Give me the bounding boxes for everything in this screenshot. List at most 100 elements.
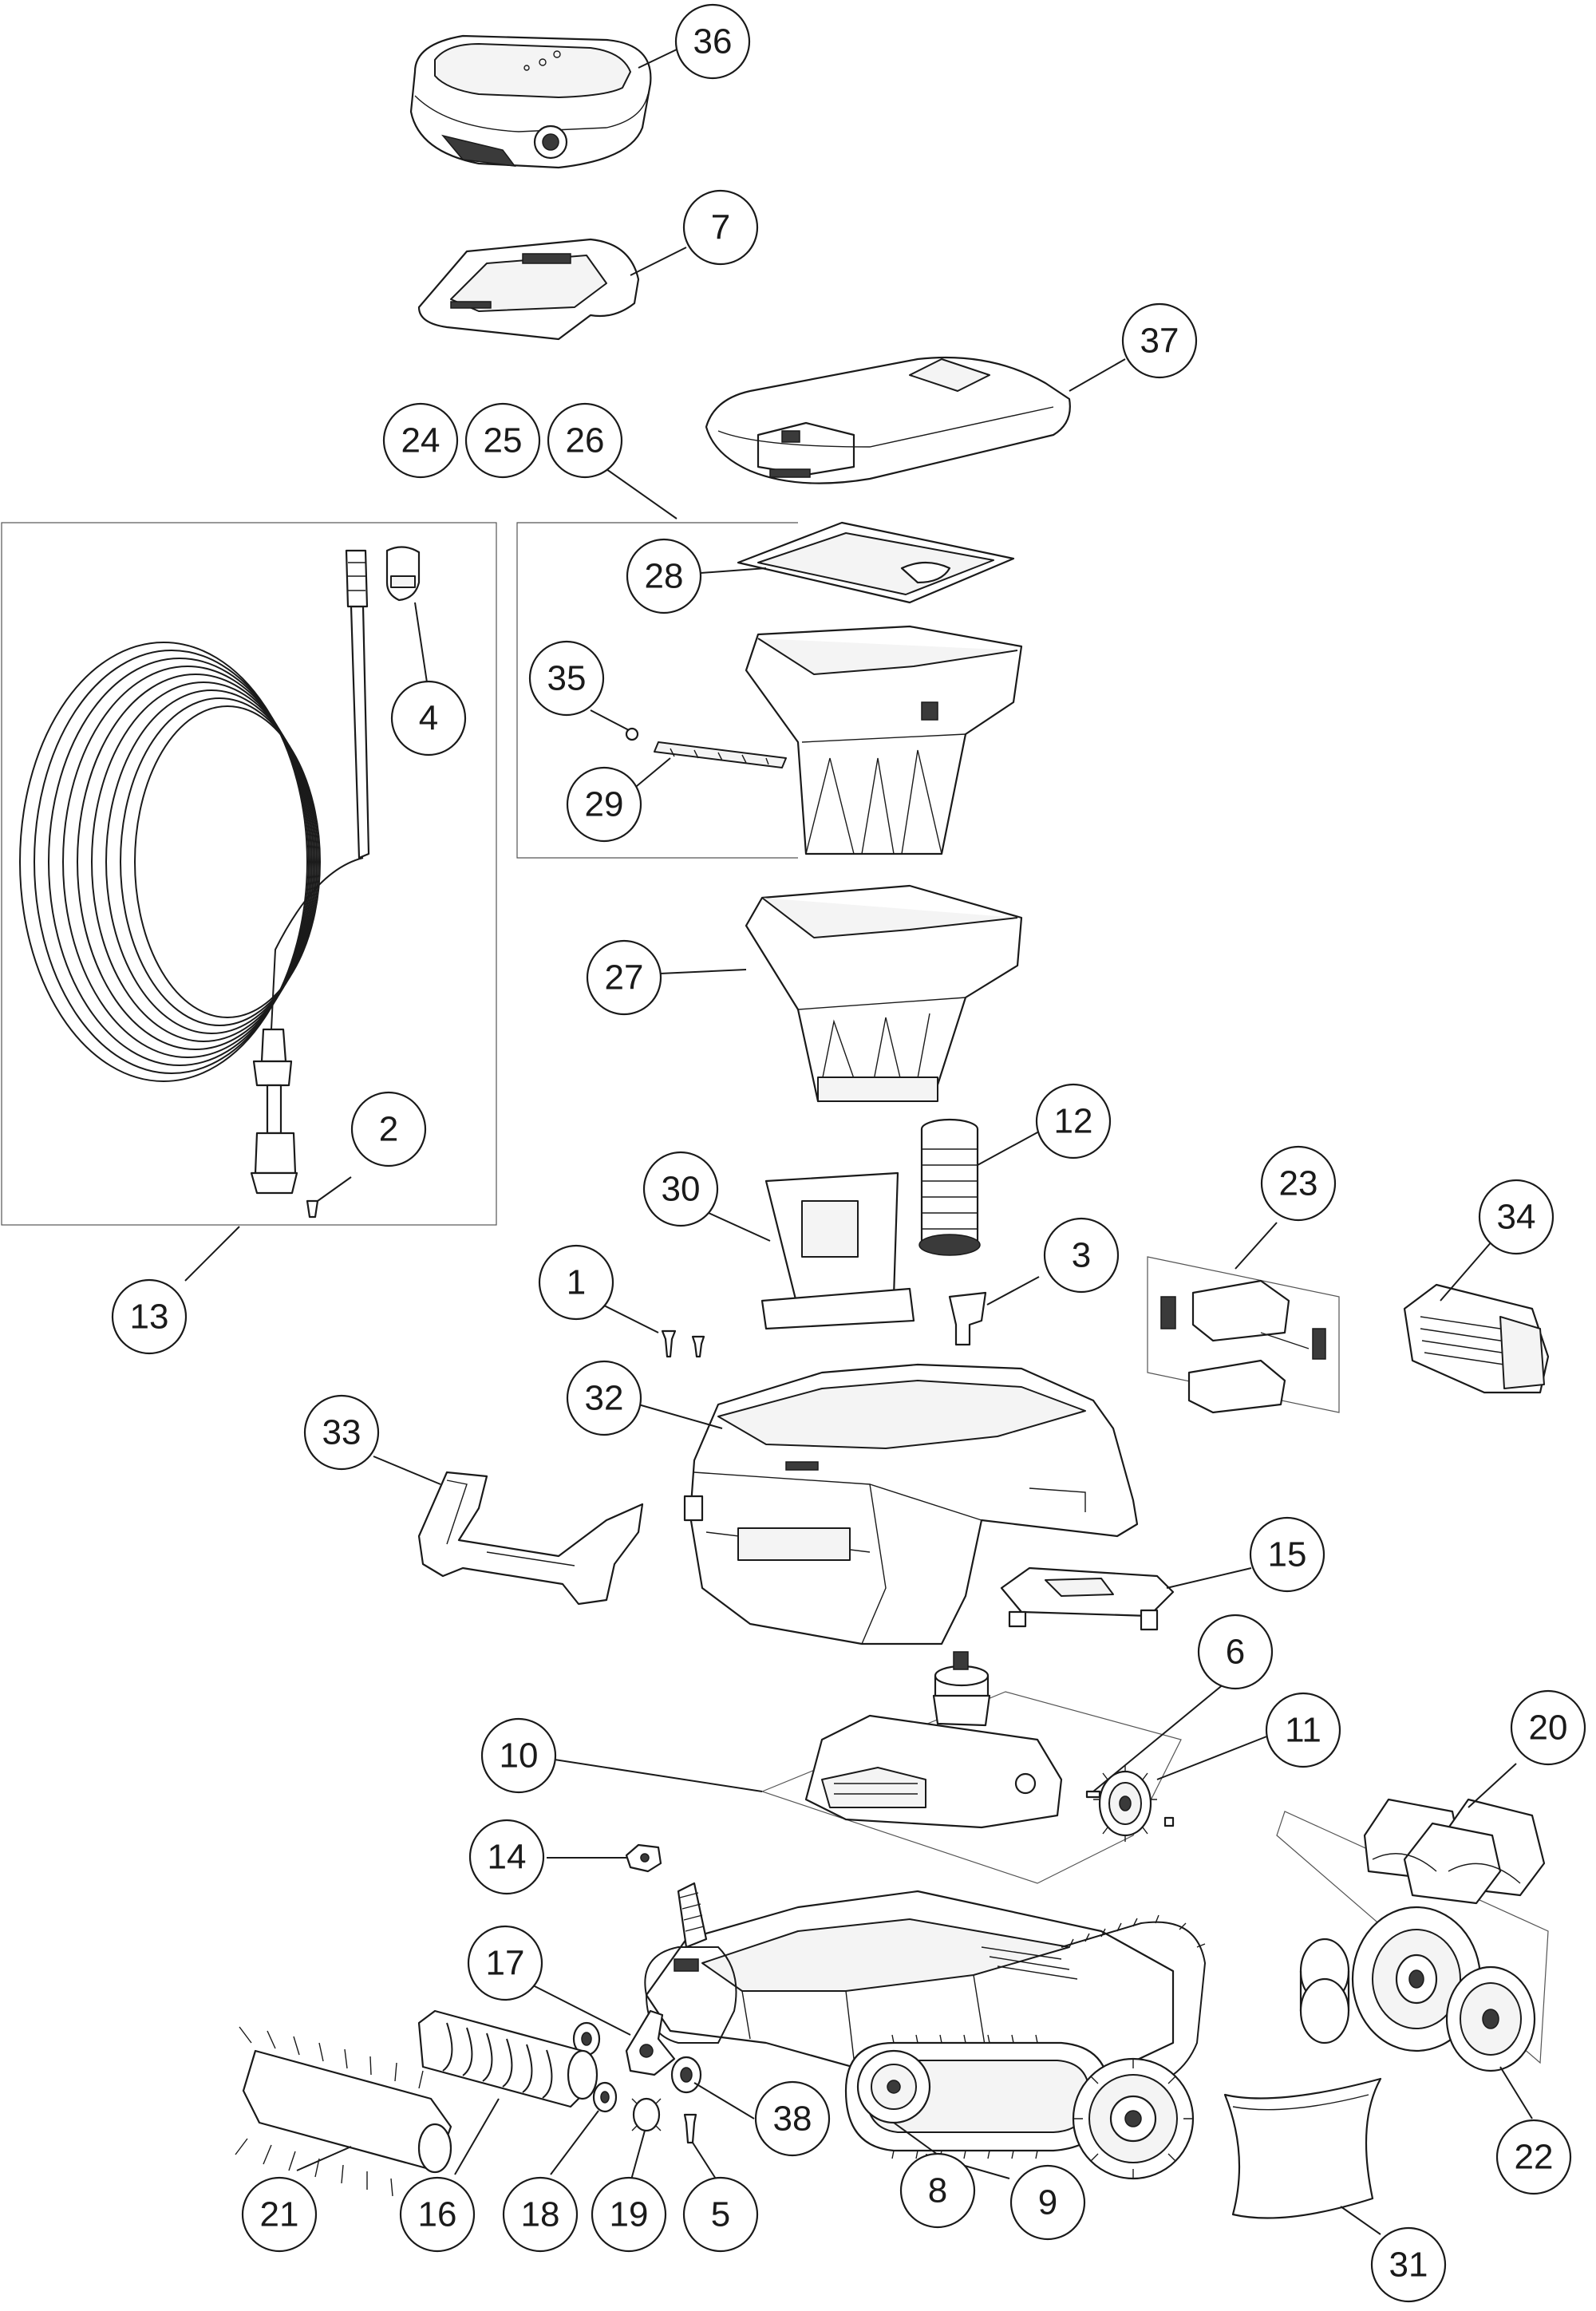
callout-label: 6 <box>1226 1633 1245 1672</box>
callout-22: 22 <box>1495 2119 1572 2195</box>
callout-4: 4 <box>390 680 467 757</box>
callout-label: 11 <box>1285 1711 1321 1750</box>
callout-31: 31 <box>1370 2226 1447 2303</box>
callout-label: 2 <box>379 1110 398 1149</box>
callout-27: 27 <box>586 939 662 1016</box>
callout-label: 31 <box>1389 2246 1428 2285</box>
gear-pin <box>1087 1792 1173 1826</box>
callout-label: 30 <box>662 1170 701 1209</box>
prefilter-cartridge <box>919 1120 980 1255</box>
callout-35: 35 <box>528 640 605 717</box>
leader-4 <box>414 602 428 683</box>
callout-label: 21 <box>260 2195 299 2234</box>
callout-label: 34 <box>1497 1198 1536 1237</box>
filter-pin <box>626 729 638 740</box>
axle-screw <box>685 2115 696 2143</box>
track-guard-set <box>1365 1799 1544 1903</box>
callout-label: 9 <box>1038 2183 1057 2222</box>
callout-25: 25 <box>464 402 541 479</box>
leader-7 <box>630 247 687 276</box>
callout-23: 23 <box>1260 1145 1337 1222</box>
callout-14: 14 <box>468 1819 545 1895</box>
callout-6: 6 <box>1197 1614 1274 1690</box>
filter-group-frame <box>516 522 798 859</box>
leader-16 <box>454 2098 500 2175</box>
filter-lid <box>738 523 1013 602</box>
callout-33: 33 <box>303 1394 380 1471</box>
leader-21 <box>296 2146 352 2171</box>
callout-label: 37 <box>1140 322 1179 361</box>
callout-label: 1 <box>567 1263 586 1302</box>
callout-label: 29 <box>585 785 624 824</box>
brush-gear <box>632 2099 661 2131</box>
wheel-kit <box>1301 1907 1535 2071</box>
callouts: 36 7 37 24 25 26 28 35 29 4 27 12 2 30 2… <box>111 3 1586 2303</box>
callout-label: 22 <box>1515 2138 1554 2177</box>
callout-26: 26 <box>547 402 623 479</box>
callout-28: 28 <box>626 538 702 614</box>
callout-label: 36 <box>693 22 733 61</box>
filter-basket <box>746 626 1021 854</box>
callout-32: 32 <box>566 1360 642 1436</box>
leader-13 <box>184 1226 240 1282</box>
callout-12: 12 <box>1035 1083 1112 1159</box>
leader-17 <box>532 1985 631 2036</box>
callout-label: 7 <box>711 208 730 247</box>
power-supply <box>411 36 650 168</box>
leader-26 <box>606 468 678 519</box>
leader-10 <box>554 1759 763 1792</box>
callout-30: 30 <box>642 1151 719 1227</box>
callout-label: 5 <box>711 2195 730 2234</box>
callout-37: 37 <box>1121 302 1198 379</box>
callout-label: 26 <box>566 421 605 460</box>
front-flap <box>1225 2079 1381 2218</box>
callout-label: 19 <box>610 2195 649 2234</box>
leader-1 <box>602 1304 659 1333</box>
cable-clip <box>626 1845 661 1871</box>
callout-38: 38 <box>754 2080 831 2157</box>
brush-roller <box>419 2011 597 2107</box>
callout-label: 24 <box>401 421 440 460</box>
leader-28 <box>700 567 767 574</box>
callout-11: 11 <box>1265 1692 1341 1768</box>
callout-label: 4 <box>419 699 438 738</box>
screw-pair <box>662 1331 704 1357</box>
leader-lines <box>184 49 1533 2235</box>
leader-31 <box>1340 2206 1381 2235</box>
motor-unit <box>806 1652 1061 1827</box>
callout-15: 15 <box>1249 1516 1325 1593</box>
callout-label: 13 <box>130 1298 169 1337</box>
leader-36 <box>638 49 678 69</box>
callout-label: 3 <box>1072 1236 1091 1275</box>
callout-label: 8 <box>928 2171 947 2210</box>
chassis <box>645 1883 1205 2179</box>
roller-end-cap <box>594 2083 616 2112</box>
leader-23 <box>1235 1222 1278 1270</box>
callout-label: 10 <box>500 1736 539 1776</box>
callout-7: 7 <box>682 189 759 266</box>
leader-5 <box>692 2142 719 2183</box>
callout-3: 3 <box>1043 1217 1120 1294</box>
callout-label: 33 <box>322 1413 361 1452</box>
leader-12 <box>977 1131 1040 1166</box>
leader-35 <box>590 709 630 731</box>
callout-2: 2 <box>350 1091 427 1167</box>
callout-label: 35 <box>547 659 587 698</box>
swivel-nozzle <box>950 1293 986 1345</box>
pvc-brush <box>235 2027 451 2202</box>
leader-32 <box>638 1404 723 1429</box>
leader-19 <box>630 2130 646 2183</box>
caddy-stand <box>419 239 638 339</box>
carry-handle <box>419 1472 642 1604</box>
leader-27 <box>659 969 747 974</box>
callout-label: 28 <box>645 557 684 596</box>
callout-label: 14 <box>488 1838 527 1877</box>
callout-label: 25 <box>484 421 523 460</box>
leader-38 <box>693 2082 755 2119</box>
filter-mesh <box>654 742 786 768</box>
callout-17: 17 <box>467 1925 543 2001</box>
callout-29: 29 <box>566 766 642 843</box>
callout-label: 17 <box>486 1944 525 1983</box>
callout-21: 21 <box>241 2176 318 2253</box>
leader-20 <box>1468 1763 1517 1808</box>
